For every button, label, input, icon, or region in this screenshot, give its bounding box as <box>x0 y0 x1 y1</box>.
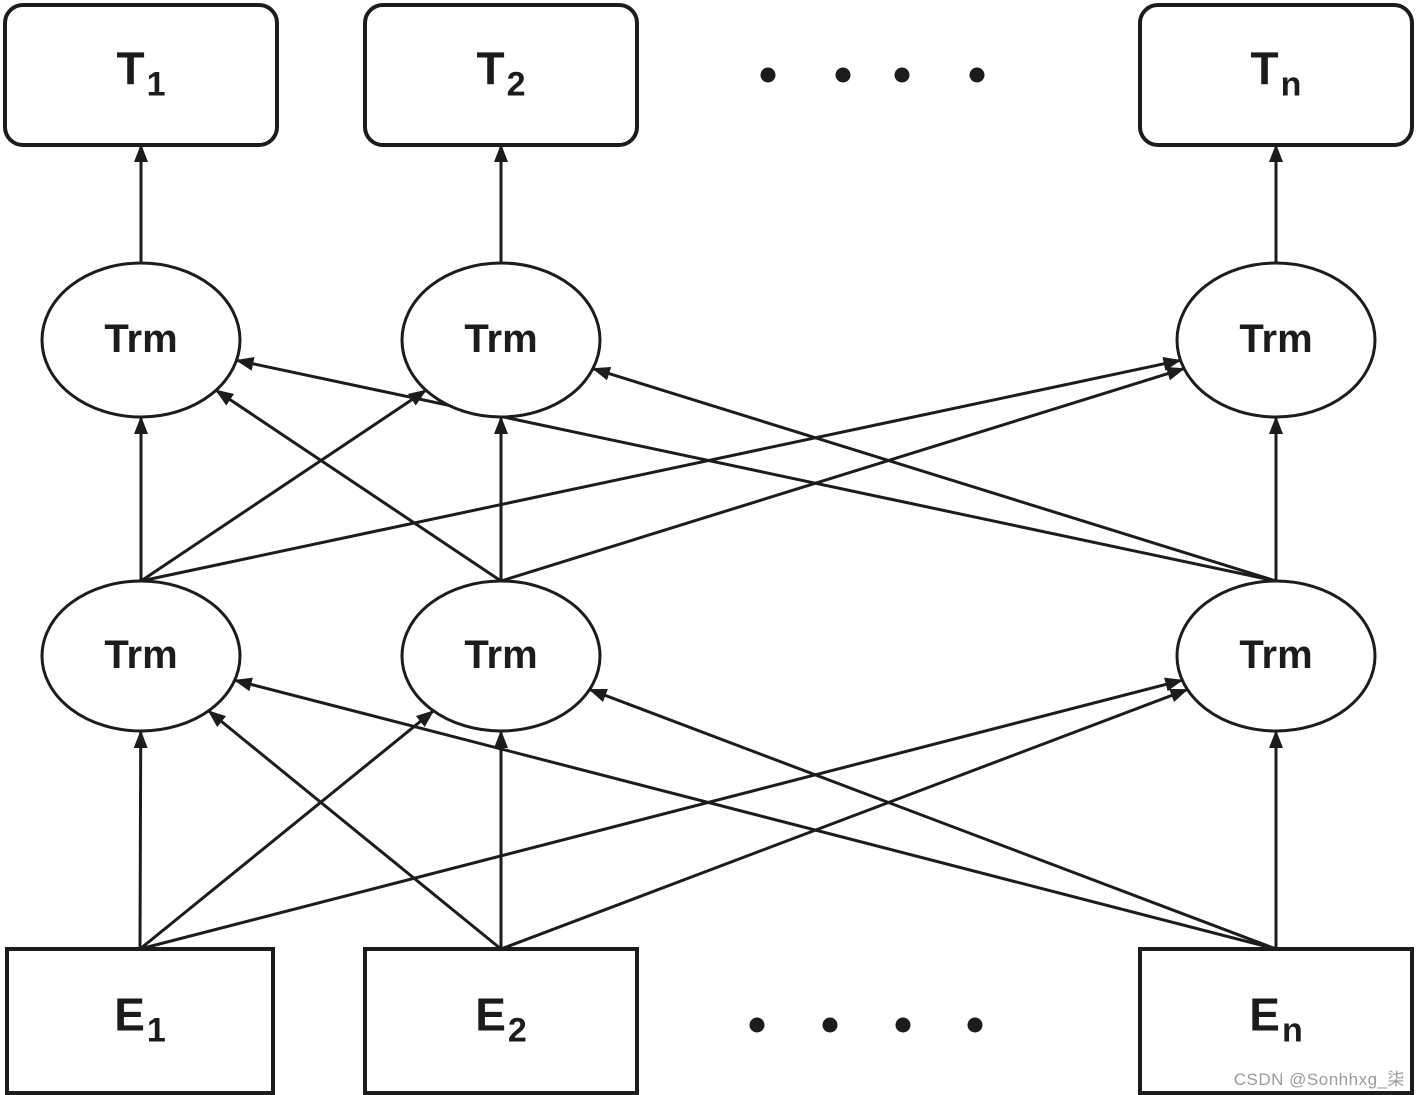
edge-E1-L1 <box>133 729 148 950</box>
node-L2-shape <box>400 579 602 733</box>
edge-E1-L3 <box>139 677 1184 951</box>
ellipsis-dots <box>749 67 985 1033</box>
edge-L1-U3 <box>140 356 1182 583</box>
ellipsis-dot-top <box>969 67 985 83</box>
edge-En-L2 <box>588 688 1277 951</box>
node-Tn-shape <box>1138 3 1414 147</box>
ellipsis-dot-top <box>835 67 851 83</box>
node-L3-shape <box>1175 579 1377 733</box>
edge-E2-L3 <box>500 688 1189 951</box>
node-E2-shape <box>363 947 639 1095</box>
edge-E2-L1 <box>207 709 502 951</box>
node-U1-shape <box>40 261 242 419</box>
ellipsis-dot-bottom <box>822 1017 838 1033</box>
node-En-shape <box>1138 947 1414 1095</box>
edge-En-L1 <box>233 677 1277 951</box>
ellipsis-dot-top <box>894 67 910 83</box>
ellipsis-dot-bottom <box>967 1017 983 1033</box>
node-T2-shape <box>363 3 639 147</box>
edge-E1-L2 <box>139 709 435 951</box>
edge-L2-U1 <box>215 388 502 583</box>
edge-L3-U1 <box>235 356 1277 583</box>
node-U3-shape <box>1175 261 1377 419</box>
node-U2-shape <box>400 261 602 419</box>
edge-L2-U3 <box>500 366 1186 583</box>
ellipsis-dot-bottom <box>749 1017 765 1033</box>
edge-L3-U2 <box>591 366 1277 583</box>
watermark: CSDN @Sonhhxg_柒 <box>1234 1071 1405 1088</box>
node-L1-shape <box>40 579 242 733</box>
edge-L1-U2 <box>140 388 427 583</box>
node-T1-shape <box>3 3 279 147</box>
nodes-layer <box>3 3 1414 1095</box>
edges-layer <box>133 144 1283 951</box>
watermark-text: CSDN @Sonhhxg_柒 <box>1233 1070 1405 1089</box>
ellipsis-dot-bottom <box>895 1017 911 1033</box>
ellipsis-dot-top <box>760 67 776 83</box>
node-E1-shape <box>5 947 275 1095</box>
